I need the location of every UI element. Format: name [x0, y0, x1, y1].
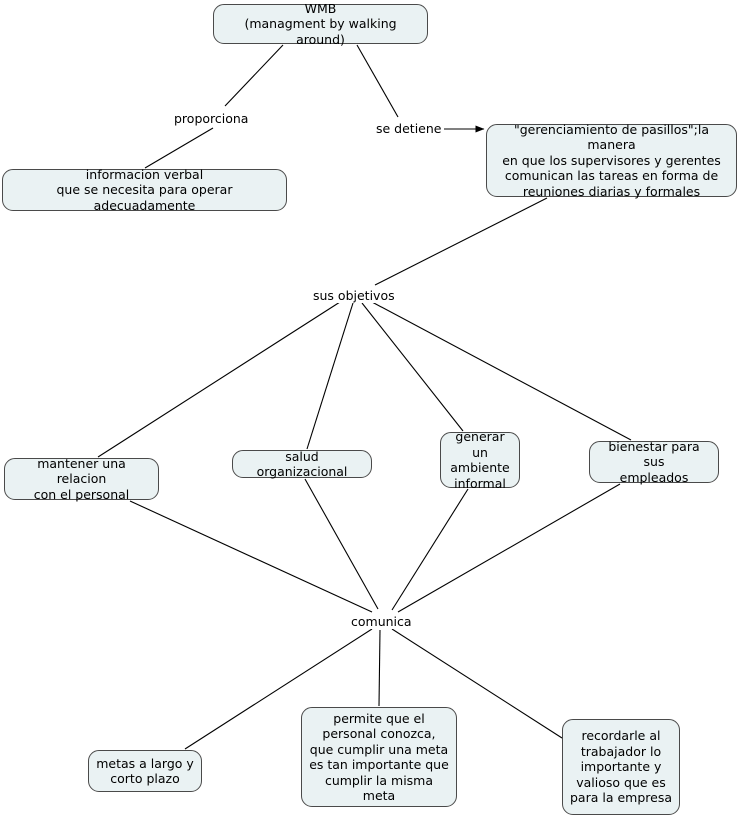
- edge-sus-objetivos-salud-organizacional: [306, 302, 354, 450]
- node-gerenciamiento-de-pasillos[interactable]: "gerenciamiento de pasillos";la manera e…: [486, 122, 737, 199]
- edge-proporciona-informacion-verbal: [144, 127, 214, 169]
- edge-wmb-proporciona: [224, 44, 284, 107]
- node-bienestar-para-sus-empleados[interactable]: bienestar para sus empleados: [589, 439, 719, 485]
- node-recordarle-al-trabajador[interactable]: recordarle al trabajador lo importante y…: [562, 719, 680, 815]
- edge-sus-objetivos-mantener-relacion: [97, 301, 341, 458]
- link-label-sus-objetivos[interactable]: sus objetivos: [310, 288, 398, 303]
- edge-gerenciamiento-sus-objetivos: [374, 197, 548, 286]
- link-label-comunica[interactable]: comunica: [348, 614, 415, 629]
- node-wmb[interactable]: WMB (managment by walking around): [213, 1, 428, 47]
- node-salud-organizacional[interactable]: salud organizacional: [232, 449, 372, 479]
- node-mantener-una-relacion-con-el-personal[interactable]: mantener una relacion con el personal: [4, 456, 159, 502]
- edge-mantener-relacion-comunica: [129, 500, 373, 613]
- node-permite-que-el-personal-conozca[interactable]: permite que el personal conozca, que cum…: [301, 707, 457, 807]
- node-metas-a-largo-y-corto-plazo[interactable]: metas a largo y corto plazo: [88, 750, 202, 792]
- edge-ambiente-informal-comunica: [391, 488, 469, 611]
- edge-comunica-permite-conozca: [378, 629, 381, 707]
- node-generar-un-ambiente-informal[interactable]: generar un ambiente informal: [440, 429, 520, 491]
- edge-wmb-se-detiene: [356, 44, 399, 118]
- link-label-se-detiene[interactable]: se detiene: [373, 121, 445, 136]
- edge-comunica-metas-plazo: [184, 628, 373, 750]
- edge-salud-organizacional-comunica: [304, 478, 379, 610]
- edge-comunica-recordarle-trabajador: [391, 628, 563, 739]
- edge-sus-objetivos-ambiente-informal: [361, 302, 464, 432]
- node-informacion-verbal[interactable]: informacion verbal que se necesita para …: [2, 167, 287, 213]
- link-label-proporciona[interactable]: proporciona: [171, 111, 252, 126]
- edge-sus-objetivos-bienestar-empleados: [371, 301, 632, 441]
- edge-bienestar-empleados-comunica: [397, 483, 621, 613]
